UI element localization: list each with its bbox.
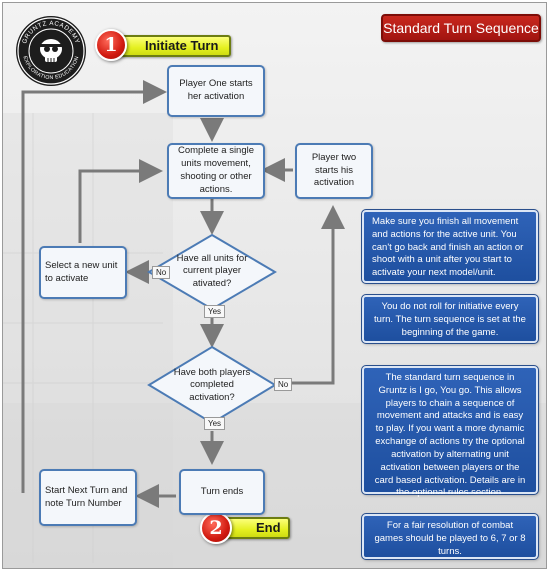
- node-turn-ends: Turn ends: [179, 469, 265, 515]
- end-label: End: [218, 517, 290, 539]
- arrow-q2-no: [280, 205, 345, 385]
- skull-icon: [39, 39, 63, 62]
- node-select-unit: Select a new unit to activate: [39, 246, 127, 299]
- note-turn-sequence: The standard turn sequence in Gruntz is …: [361, 365, 539, 498]
- note-finish-actions: Make sure you finish all movement and ac…: [361, 209, 539, 284]
- node-player-one-start: Player One starts her activation: [167, 65, 265, 117]
- decision-all-units-label: Have all units for current player ativat…: [176, 253, 248, 289]
- label-no-1: No: [152, 266, 171, 279]
- decision-both-players-label: Have both players completed activation?: [173, 367, 251, 403]
- label-yes-1: Yes: [204, 305, 226, 318]
- node-player-two-start: Player two starts his activation: [295, 143, 373, 199]
- note-initiative: You do not roll for initiative every tur…: [361, 294, 539, 344]
- arrow-next-turn-to-p1: [21, 80, 167, 493]
- note-game-length: For a fair resolution of combat games sh…: [361, 513, 539, 560]
- page-title: Standard Turn Sequence: [381, 14, 541, 42]
- node-complete-action: Complete a single units movement, shooti…: [167, 143, 265, 199]
- flow-connectors: [21, 80, 345, 508]
- initiate-turn-label: Initiate Turn: [113, 35, 231, 57]
- label-no-2: No: [274, 378, 293, 391]
- arrow-select-to-action: [78, 159, 163, 243]
- label-yes-2: Yes: [204, 417, 226, 430]
- step-1-badge: 1: [95, 29, 127, 61]
- gruntz-academy-logo: GRUNTZ ACADEMY EXPLORATION EDUCATION: [16, 16, 86, 86]
- diagram-frame: GRUNTZ ACADEMY EXPLORATION EDUCATION Sta…: [2, 2, 547, 569]
- step-2-badge: 2: [200, 512, 232, 544]
- node-next-turn: Start Next Turn and note Turn Number: [39, 469, 137, 526]
